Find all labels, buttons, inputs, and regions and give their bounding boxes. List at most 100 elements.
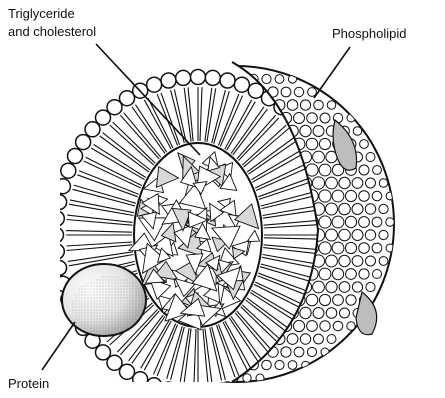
surface-head [366, 178, 376, 188]
surface-head [275, 75, 284, 84]
surface-head [313, 126, 324, 137]
lipid-head [96, 345, 111, 360]
surface-head [347, 322, 355, 330]
surface-head [373, 166, 382, 175]
surface-head [333, 295, 344, 306]
surface-head [332, 242, 344, 254]
surface-head [353, 127, 362, 136]
lipid-head [85, 122, 100, 137]
surface-head [326, 255, 338, 267]
surface-head [319, 138, 330, 149]
surface-head [352, 230, 363, 241]
lipid-head [76, 135, 91, 150]
surface-head [327, 101, 336, 110]
surface-head [359, 243, 370, 254]
surface-head [366, 153, 375, 162]
surface-head [373, 270, 382, 279]
surface-head [327, 335, 336, 344]
lipid-head [176, 385, 191, 398]
surface-head [379, 179, 388, 188]
surface-head [306, 294, 318, 306]
surface-head [366, 256, 376, 266]
surface-head [345, 242, 356, 253]
surface-head [379, 230, 388, 239]
lipid-head [176, 70, 191, 85]
surface-head [340, 308, 350, 318]
lipid-head [191, 386, 206, 398]
lipid-head [220, 73, 235, 88]
surface-head [326, 281, 337, 292]
surface-head [332, 190, 344, 202]
surface-head [352, 178, 363, 189]
surface-head [308, 88, 317, 97]
surface-head [320, 113, 330, 123]
surface-head [365, 230, 375, 240]
surface-head [339, 229, 351, 241]
surface-head [307, 113, 318, 124]
lipid-head [220, 382, 235, 397]
surface-head [281, 87, 291, 97]
surface-head [352, 282, 362, 292]
label-phospholipid: Phospholipid [332, 26, 406, 41]
surface-head [306, 138, 318, 150]
lipid-head [120, 91, 135, 106]
surface-head [339, 177, 350, 188]
surface-head [300, 100, 310, 110]
surface-head [326, 203, 338, 215]
surface-head [262, 74, 271, 83]
surface-head [281, 347, 291, 357]
surface-head [360, 140, 369, 149]
surface-head [307, 347, 316, 356]
lipid-head [49, 228, 64, 243]
surface-head [332, 268, 343, 279]
surface-head [326, 308, 337, 319]
lipid-head [234, 77, 249, 92]
surface-head [359, 269, 369, 279]
surface-head [379, 257, 388, 266]
surface-head [300, 334, 310, 344]
surface-head [294, 347, 304, 357]
surface-head [339, 255, 350, 266]
surface-head [319, 294, 330, 305]
surface-head [339, 203, 351, 215]
surface-head [312, 177, 324, 189]
label-protein: Protein [8, 376, 49, 391]
lipid-head [68, 149, 83, 164]
label-cholesterol: and cholesterol [8, 24, 96, 39]
surface-head [339, 282, 350, 293]
surface-head [319, 190, 331, 202]
surface-head [300, 125, 311, 136]
surface-head [319, 216, 331, 228]
lipid-head [52, 195, 67, 210]
surface-head [320, 321, 330, 331]
surface-head [319, 164, 331, 176]
surface-head [319, 242, 331, 254]
surface-head [287, 100, 298, 111]
surface-head [345, 190, 356, 201]
lipid-head [205, 70, 220, 85]
surface-head [372, 217, 382, 227]
label-triglyceride: Triglyceride [8, 6, 75, 21]
surface-head [372, 191, 382, 201]
surface-head [314, 100, 324, 110]
lipid-head [61, 163, 76, 178]
surface-head [332, 216, 344, 228]
surface-head [300, 307, 311, 318]
surface-head [293, 320, 304, 331]
surface-head [366, 282, 375, 291]
surface-head [243, 374, 251, 382]
surface-head [287, 334, 298, 345]
lipid-head [147, 378, 162, 393]
surface-head [365, 204, 375, 214]
surface-head [379, 204, 388, 213]
surface-head [307, 321, 318, 332]
surface-head [359, 217, 370, 228]
lipid-head [133, 372, 148, 387]
surface-head [275, 360, 284, 369]
lipid-head [52, 260, 67, 275]
surface-head [359, 191, 370, 202]
surface-head [294, 87, 303, 96]
lipid-head [161, 73, 176, 88]
surface-head [313, 151, 325, 163]
surface-head [359, 165, 369, 175]
